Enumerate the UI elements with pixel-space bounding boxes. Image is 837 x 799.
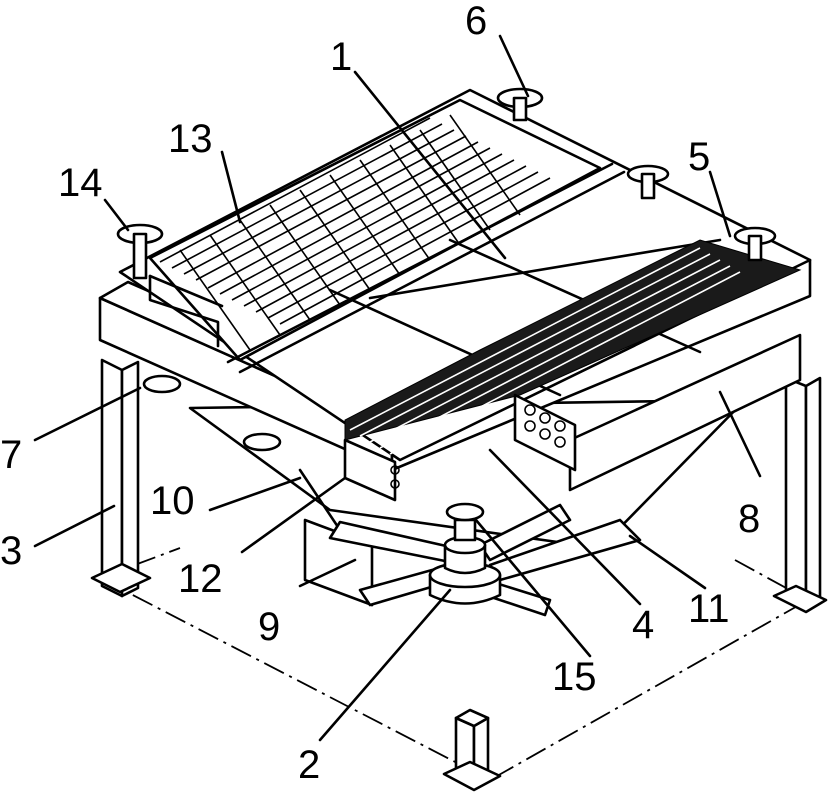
label-1: 1 [330,35,352,79]
label-15: 15 [552,655,597,699]
mounting-posts [116,87,777,452]
label-7: 7 [0,433,22,477]
label-6: 6 [465,0,487,43]
heater-rod [148,274,224,348]
frame-top [118,88,812,462]
label-11: 11 [688,587,730,631]
label-12: 12 [178,557,223,601]
label-10: 10 [150,479,195,523]
label-5: 5 [688,135,710,179]
label-8: 8 [738,497,760,541]
label-2: 2 [298,743,320,787]
tube-bundle [343,239,802,502]
label-13: 13 [168,117,213,161]
leader-lines [33,34,762,742]
support-legs [90,358,828,792]
label-14: 14 [58,161,103,205]
label-3: 3 [0,529,22,573]
fan-rotor [328,502,642,617]
label-4: 4 [632,603,654,647]
callout-labels: 1 2 3 4 5 6 7 8 9 10 11 12 13 14 15 [0,0,760,787]
label-9: 9 [258,605,280,649]
louver-panel [159,114,551,351]
